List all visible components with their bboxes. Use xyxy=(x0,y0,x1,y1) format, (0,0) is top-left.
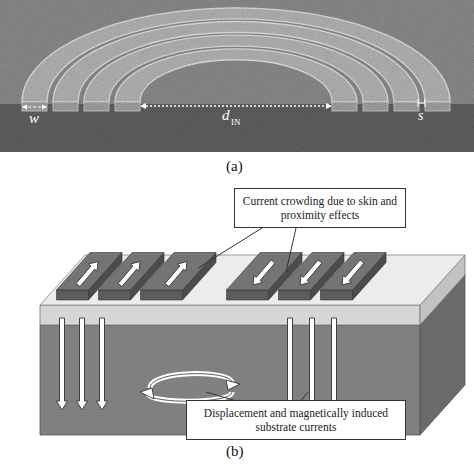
dimension-tick xyxy=(418,99,419,107)
sem-photo xyxy=(0,0,474,152)
strip-front xyxy=(99,290,131,300)
eddy-current-outline xyxy=(150,374,232,388)
current-arrow xyxy=(342,260,364,285)
current-arrow xyxy=(300,260,322,285)
dimension-tick xyxy=(425,99,426,107)
sem-background xyxy=(0,0,474,152)
metal-strips xyxy=(57,253,387,301)
callout-text: Displacement and magnetically induced su… xyxy=(193,406,399,434)
strip-front xyxy=(57,290,89,300)
current-arrow xyxy=(76,262,98,287)
dimension-label: s xyxy=(418,108,423,124)
leader-line xyxy=(198,228,262,268)
substrate-front xyxy=(40,325,420,435)
strip-top xyxy=(141,253,217,291)
strip-front xyxy=(141,290,183,300)
dimension-arrowhead xyxy=(42,105,47,110)
strip-front xyxy=(321,290,353,300)
panel-label: (a) xyxy=(226,158,243,175)
oxide-front xyxy=(40,305,420,325)
current-arrow xyxy=(307,318,318,410)
current-arrow xyxy=(165,262,187,287)
dimension-label: IN xyxy=(231,117,241,127)
eddy-current-head xyxy=(226,380,240,390)
callout-box: Current crowding due to skin and proximi… xyxy=(234,188,406,228)
dimension-line xyxy=(418,103,425,104)
callout-box: Displacement and magnetically induced su… xyxy=(186,400,406,440)
eddy-current-arrow xyxy=(150,374,232,388)
current-arrow xyxy=(57,318,68,410)
current-arrow xyxy=(77,318,88,410)
dimension-arrowhead xyxy=(326,103,332,109)
dimension-label: d xyxy=(222,107,230,124)
strip-front xyxy=(279,290,311,300)
dimension-line xyxy=(142,105,330,106)
dimension-arrowhead xyxy=(140,103,146,109)
current-arrow xyxy=(253,260,275,285)
dimension-label: w xyxy=(29,110,39,127)
eddy-current-head xyxy=(140,388,154,399)
callout-text: Current crowding due to skin and proximi… xyxy=(241,194,399,222)
strip-top xyxy=(321,253,387,291)
sem-grain xyxy=(0,0,474,152)
current-arrow xyxy=(118,262,140,287)
leader-line xyxy=(286,228,296,272)
current-arrow xyxy=(285,318,296,410)
strip-front xyxy=(227,290,269,300)
current-arrow xyxy=(97,318,108,410)
current-arrow xyxy=(329,318,340,410)
current-arrows xyxy=(57,260,364,410)
panel-label: (b) xyxy=(226,443,244,460)
dimension-arrowhead xyxy=(22,105,27,110)
